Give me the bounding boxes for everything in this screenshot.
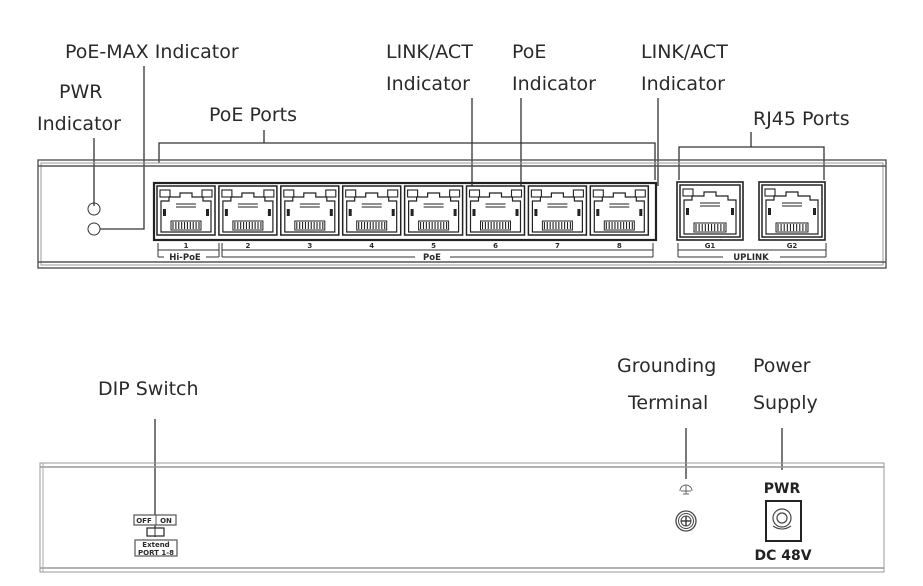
poe-port-4[interactable] [341,185,402,236]
poe-port-number: 3 [307,242,312,250]
uplink-group-label: UPLINK [733,253,769,263]
ground-screw-icon [675,510,697,532]
poe-led [449,189,461,198]
poe-port-1[interactable] [156,185,216,236]
poe-port-label-strip [157,243,654,258]
dc-voltage-label: DC 48V [754,548,811,564]
pwr-indicator-led [87,202,101,216]
poe-port-number: 1 [184,242,189,250]
dc-jack-icon [772,508,792,530]
poe-led [510,189,523,198]
dip-port-range-label: PORT 1-8 [138,549,174,557]
poe-led [387,189,399,198]
poe-indicator-label-line2: Indicator [512,73,596,95]
uplink-port-g1[interactable] [679,184,741,238]
link-act-led [468,189,481,198]
link-act-led [682,188,694,197]
link-act-led [764,188,776,197]
link-act-indicator-label-line2: Indicator [386,73,470,95]
poe-port-number: 5 [431,242,436,250]
poe-port-5[interactable] [403,185,464,236]
pwr-indicator-label-line2: Indicator [37,113,121,135]
link-act-led [407,189,419,198]
grounding-terminal-label-line2: Terminal [627,392,708,414]
uplink-port-number: G2 [787,242,798,250]
pwr-indicator-label-line1: PWR [59,81,102,103]
poe-group-label: PoE [423,253,441,263]
power-supply-label-line2: Supply [753,392,818,414]
poe-port-number: 2 [245,242,250,250]
poe-ports-label: PoE Ports [209,104,297,126]
poe-led [572,189,584,198]
link-act-led [283,189,295,198]
grounding-terminal [675,484,697,532]
ground-symbol-icon [679,484,693,495]
front-chassis [37,159,887,269]
dc-power-jack[interactable] [765,500,802,542]
poe-port-number: 8 [617,242,622,250]
poe-port-2[interactable] [218,185,278,236]
uplink-link-act-indicator-label-line2: Indicator [641,73,725,95]
grounding-terminal-label-line1: Grounding [617,355,716,377]
link-act-led [592,189,604,198]
poe-max-indicator-label: PoE-MAX Indicator [65,41,239,63]
poe-indicator-label-line1: PoE [512,41,546,63]
link-act-led [530,189,542,198]
dip-extend-label: Extend [142,541,169,549]
poe-port-block [152,181,658,242]
poe-led [634,189,646,198]
poe-port-number: 4 [369,242,374,250]
uplink-port-number: G1 [705,242,716,250]
poe-port-8[interactable] [589,185,650,236]
poe-led [263,189,275,198]
link-act-led [221,189,233,198]
dip-switch-label: DIP Switch [98,378,199,400]
dip-on-label: ON [160,517,172,525]
poe-port-number: 6 [493,242,498,250]
pwr-label: PWR [764,481,801,497]
poe-port-3[interactable] [280,185,340,236]
link-act-led [159,189,171,198]
uplink-link-act-indicator-label-line1: LINK/ACT [641,41,728,63]
rj45-ports-label: RJ45 Ports [753,108,850,130]
poe-port-7[interactable] [527,185,588,236]
poe-led [201,189,213,198]
poe-port-number: 7 [555,242,560,250]
link-act-led [345,189,357,198]
power-supply-label-line1: Power [753,355,811,377]
hi-poe-group-label: Hi-PoE [169,253,201,263]
rear-chassis [39,462,885,573]
poe-max-indicator-led [87,222,101,236]
poe-ports-group: 1 2 3 4 5 6 7 8 [156,185,650,250]
uplink-ports-group: G1 G2 [676,181,826,250]
dip-off-label: OFF [136,517,152,525]
uplink-port-g2[interactable] [761,184,823,238]
poe-port-6[interactable] [465,185,526,236]
poe-led [325,189,337,198]
dip-switch[interactable]: OFF ON Extend PORT 1-8 [133,514,178,557]
uplink-label-strip [677,243,827,258]
link-act-indicator-label-line1: LINK/ACT [386,41,473,63]
power-supply: PWR DC 48V [754,481,811,564]
